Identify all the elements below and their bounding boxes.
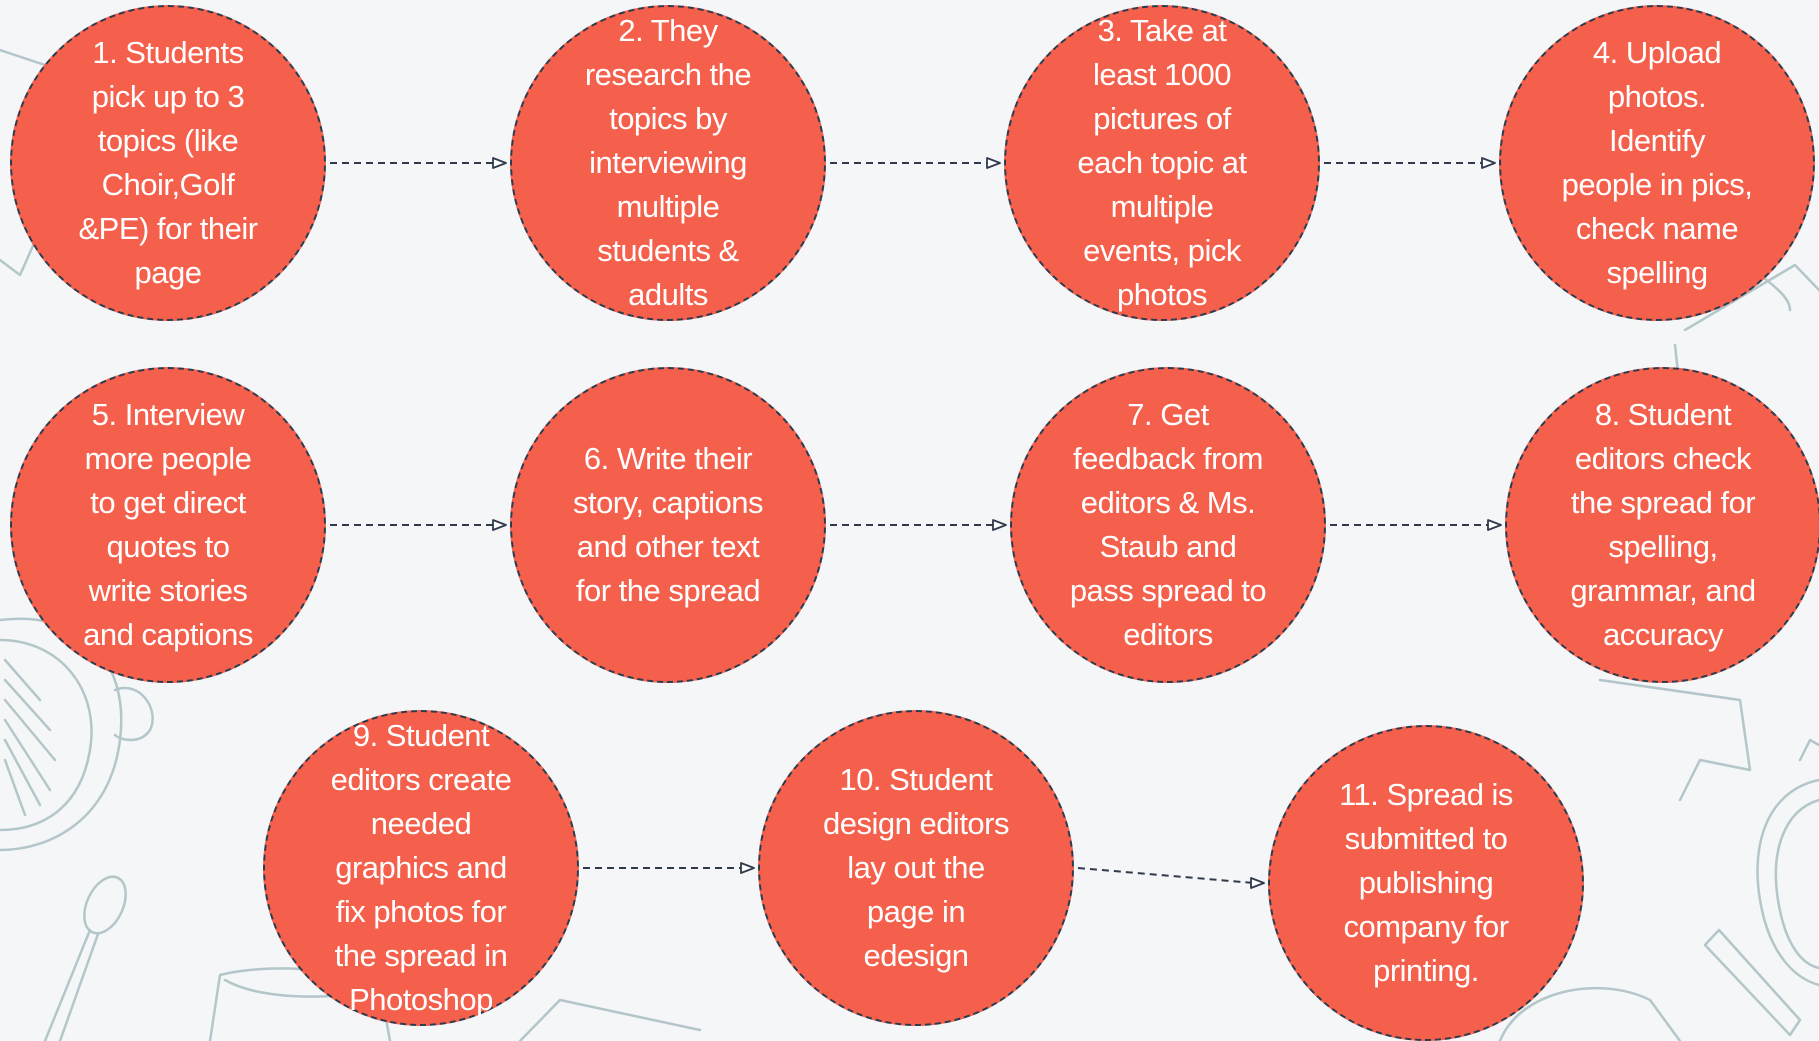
step-8-node: 8. Student editors check the spread for … (1505, 367, 1819, 683)
connector-9-to-10 (583, 862, 755, 874)
connector-2-to-3 (830, 157, 1001, 169)
connector-3-to-4 (1324, 157, 1496, 169)
step-5-node: 5. Interview more people to get direct q… (10, 367, 326, 683)
headphones-doodle (1703, 738, 1819, 1037)
step-9-node: 9. Student editors create needed graphic… (263, 710, 579, 1026)
arrowhead-icon (986, 157, 1001, 169)
arrowhead-icon (1481, 157, 1496, 169)
connector-1-to-2 (330, 157, 507, 169)
step-10-text: 10. Student design editors lay out the p… (822, 762, 1010, 973)
connector-6-to-7 (830, 519, 1007, 531)
step-7-node: 7. Get feedback from editors & Ms. Staub… (1010, 367, 1326, 683)
step-1-node: 1. Students pick up to 3 topics (like Ch… (10, 5, 326, 321)
step-4-node: 4. Upload photos. Identify people in pic… (1499, 5, 1815, 321)
step-3-node: 3. Take at least 1000 pictures of each t… (1004, 5, 1320, 321)
arrowhead-icon (1250, 877, 1265, 889)
cup-doodle-bottom-right (1498, 987, 1682, 1041)
step-9-text: 9. Student editors create needed graphic… (330, 718, 512, 1017)
step-10-node: 10. Student design editors lay out the p… (758, 710, 1074, 1026)
spoon-doodle (43, 875, 127, 1041)
step-1-text: 1. Students pick up to 3 topics (like Ch… (78, 35, 258, 290)
arrowhead-icon (492, 157, 507, 169)
step-3-text: 3. Take at least 1000 pictures of each t… (1077, 13, 1247, 312)
paper-doodle-bottom (518, 998, 702, 1041)
step-2-text: 2. They research the topics by interview… (584, 13, 752, 312)
step-5-text: 5. Interview more people to get direct q… (83, 397, 253, 652)
paper-doodle-right (1598, 678, 1752, 802)
connector-7-to-8 (1330, 519, 1502, 531)
arrowhead-icon (740, 862, 755, 874)
step-6-text: 6. Write their story, captions and other… (572, 441, 764, 608)
arrowhead-icon (492, 519, 507, 531)
step-8-text: 8. Student editors check the spread for … (1570, 397, 1756, 652)
step-11-text: 11. Spread is submitted to publishing co… (1339, 777, 1513, 988)
connector-10-to-11 (1077, 867, 1265, 889)
arrowhead-icon (992, 519, 1007, 531)
step-11-node: 11. Spread is submitted to publishing co… (1268, 725, 1584, 1041)
connector-5-to-6 (330, 519, 507, 531)
step-6-node: 6. Write their story, captions and other… (510, 367, 826, 683)
step-7-text: 7. Get feedback from editors & Ms. Staub… (1069, 397, 1267, 652)
step-4-text: 4. Upload photos. Identify people in pic… (1561, 35, 1753, 290)
arrowhead-icon (1487, 519, 1502, 531)
step-2-node: 2. They research the topics by interview… (510, 5, 826, 321)
